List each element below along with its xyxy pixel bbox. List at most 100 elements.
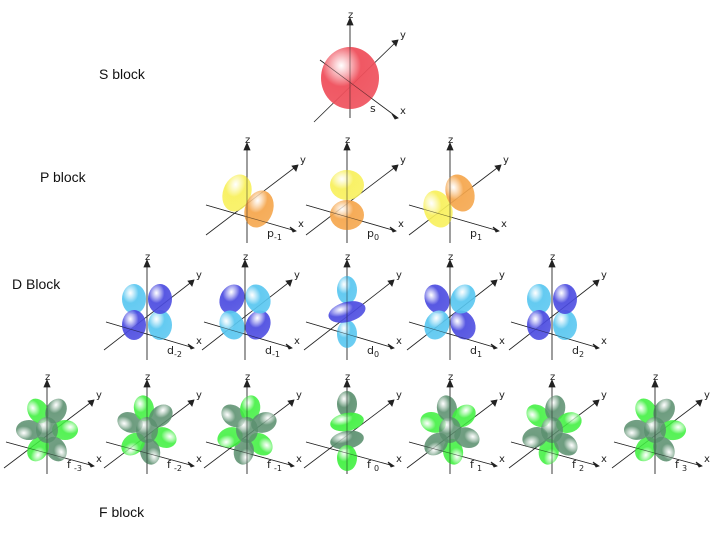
lobe-2	[635, 398, 657, 424]
y-axis-line	[201, 279, 293, 351]
orbital-subscript: -2	[174, 350, 182, 359]
lobe-b	[245, 310, 271, 340]
x-axis-front	[613, 441, 703, 467]
orbital-label: f	[67, 458, 72, 471]
orbital-subscript: 3	[682, 464, 687, 473]
s-block-label: S block	[99, 66, 145, 82]
orbital-label: d	[367, 344, 374, 357]
lobe-3	[545, 395, 566, 422]
x-axis-label: x	[296, 454, 302, 465]
lobe-2	[27, 436, 49, 462]
lobe-3	[436, 395, 458, 422]
x-axis-label: x	[396, 454, 402, 465]
orbital-subscript: -2	[174, 464, 182, 473]
x-axis-front	[305, 204, 397, 232]
orbital-label: d	[572, 344, 579, 357]
y-axis-line	[406, 279, 498, 351]
orbital-subscript: -1	[274, 464, 282, 473]
z-axis-label: z	[550, 252, 555, 263]
orbital-label: p	[367, 227, 374, 240]
y-arrow-icon	[391, 39, 399, 47]
x-axis-front	[305, 321, 395, 349]
y-axis-label: y	[503, 155, 509, 166]
orbital-subscript: -1	[274, 233, 282, 242]
y-arrow-icon	[87, 399, 95, 407]
x-axis-label: x	[601, 454, 607, 465]
orbital-label: p	[267, 227, 274, 240]
orbital-subscript: 0	[374, 464, 379, 473]
y-arrow-icon	[291, 164, 299, 172]
y-axis-label: y	[196, 390, 202, 401]
lobe-a	[527, 284, 551, 314]
axes	[508, 258, 600, 360]
x-axis-front	[510, 441, 600, 467]
lobe-orange	[445, 174, 475, 212]
f-block-label: F block	[99, 504, 145, 520]
y-axis-label: y	[296, 390, 302, 401]
x-axis-front	[408, 204, 500, 232]
lobe-5	[653, 436, 675, 462]
y-arrow-icon	[387, 279, 395, 287]
z-axis-label: z	[243, 252, 248, 263]
axes	[103, 258, 195, 360]
lobe-d	[122, 310, 146, 340]
orbital-subscript: 1	[477, 464, 482, 473]
orbital-label: f	[267, 458, 272, 471]
y-axis-line	[508, 279, 600, 351]
orbital-lobes	[424, 284, 476, 340]
lobe-d	[527, 310, 551, 340]
orbital-subscript: -1	[272, 350, 280, 359]
lobe-4	[27, 398, 49, 424]
p-block-label: P block	[40, 169, 86, 185]
lobe-yellow	[222, 174, 252, 212]
lobe-d	[424, 310, 450, 340]
orbital-subscript: 1	[477, 350, 482, 359]
x-axis-front	[510, 321, 600, 349]
orbital-label: f	[572, 458, 577, 471]
x-axis-front	[305, 441, 395, 467]
lobe-yellow	[423, 190, 453, 228]
orbital-lobes	[219, 284, 271, 340]
x-axis-front	[408, 321, 498, 349]
lobe-1	[624, 419, 651, 440]
x-axis-label: x	[501, 219, 507, 230]
x-axis-label: x	[400, 106, 406, 117]
x-axis-front	[105, 441, 195, 467]
x-axis-label: x	[196, 336, 202, 347]
axes	[406, 258, 498, 360]
x-axis-label: x	[396, 336, 402, 347]
z-axis-label: z	[145, 372, 150, 383]
lobe-c	[553, 284, 577, 314]
orbital-lobes	[423, 174, 475, 228]
lobe-d	[219, 310, 245, 340]
orbital-subscript: 1	[477, 233, 482, 242]
orbital-label: f	[167, 458, 172, 471]
x-axis-front	[408, 441, 498, 467]
x-axis-front	[319, 59, 399, 119]
axes	[205, 141, 299, 243]
x-axis-front	[205, 441, 295, 467]
x-axis-label: x	[298, 219, 304, 230]
lobe-b	[553, 310, 577, 340]
y-axis-label: y	[499, 390, 505, 401]
orbital-label: f	[367, 458, 372, 471]
d-block-label: D Block	[12, 276, 61, 292]
lobe-c	[245, 284, 271, 314]
y-axis-line	[305, 164, 399, 236]
lobe-a	[424, 284, 450, 314]
z-axis-label: z	[448, 135, 453, 146]
orbital-lobes	[420, 395, 480, 465]
lobe-b	[148, 310, 172, 340]
orbital-subscript: -3	[74, 464, 82, 473]
lobe-b	[450, 310, 476, 340]
orbital-label: d	[167, 344, 174, 357]
lobe-3	[653, 398, 675, 424]
y-arrow-icon	[285, 279, 293, 287]
